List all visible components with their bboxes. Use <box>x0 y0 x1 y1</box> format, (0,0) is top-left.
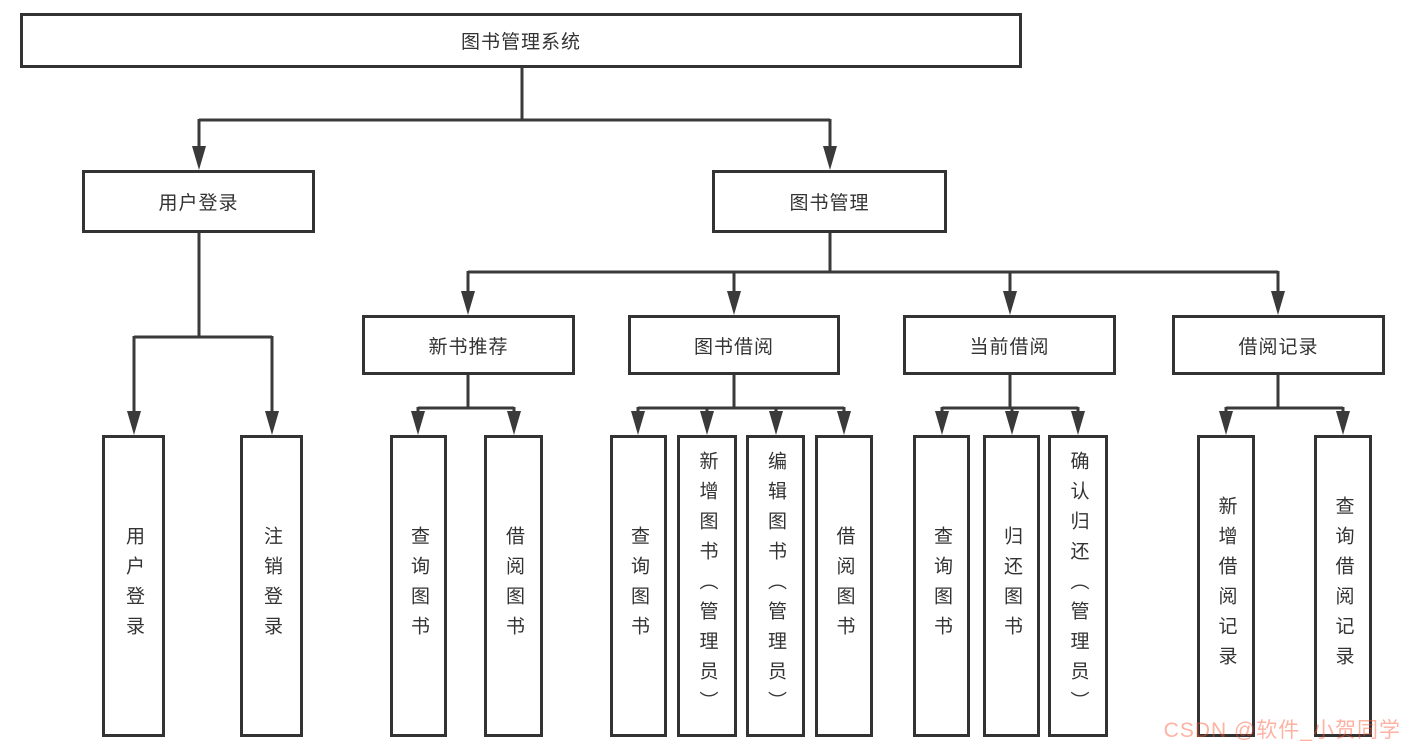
leaf-borrow-edit-book-admin: 编辑图书（管理员） <box>746 435 805 737</box>
leaf-borrow-add-book-admin: 新增图书（管理员） <box>677 435 737 737</box>
leaf-recommend-query-book-label: 查询图书 <box>408 526 429 646</box>
node-book-manage-label: 图书管理 <box>789 193 870 214</box>
leaf-logout: 注销登录 <box>240 435 303 737</box>
leaf-current-query-book: 查询图书 <box>913 435 970 737</box>
node-current-borrow: 当前借阅 <box>903 315 1116 375</box>
node-book-borrow-label: 图书借阅 <box>693 336 774 358</box>
leaf-recommend-borrow-book-label: 借阅图书 <box>503 526 524 646</box>
leaf-current-confirm-return-admin: 确认归还（管理员） <box>1048 435 1108 737</box>
node-new-book-recommend-label: 新书推荐 <box>428 336 509 358</box>
leaf-logout-label: 注销登录 <box>261 526 282 646</box>
node-root: 图书管理系统 <box>20 13 1022 68</box>
node-current-borrow-label: 当前借阅 <box>969 336 1050 358</box>
leaf-borrow-lend-book-label: 借阅图书 <box>833 526 855 646</box>
node-user-login-label: 用户登录 <box>158 193 239 214</box>
leaf-records-query-record: 查询借阅记录 <box>1314 435 1372 737</box>
node-borrow-records-label: 借阅记录 <box>1238 336 1319 358</box>
leaf-current-confirm-return-admin-label: 确认归还（管理员） <box>1067 451 1089 721</box>
node-borrow-records: 借阅记录 <box>1172 315 1385 375</box>
leaf-user-login-label: 用户登录 <box>123 526 144 646</box>
leaf-records-add-record-label: 新增借阅记录 <box>1215 496 1237 676</box>
watermark-text: CSDN @软件_小贺同学 <box>1163 719 1401 742</box>
leaf-current-query-book-label: 查询图书 <box>931 526 952 646</box>
leaf-current-return-book-label: 归还图书 <box>1001 526 1022 646</box>
node-root-label: 图书管理系统 <box>460 32 581 53</box>
node-book-borrow: 图书借阅 <box>628 315 840 375</box>
node-user-login: 用户登录 <box>82 170 315 233</box>
leaf-records-add-record: 新增借阅记录 <box>1197 435 1255 737</box>
leaf-current-return-book: 归还图书 <box>983 435 1040 737</box>
leaf-borrow-query-book: 查询图书 <box>610 435 667 737</box>
leaf-borrow-lend-book: 借阅图书 <box>815 435 873 737</box>
node-book-manage: 图书管理 <box>712 170 947 233</box>
leaf-user-login: 用户登录 <box>102 435 165 737</box>
connector-arrowheads <box>127 146 1350 435</box>
leaf-borrow-query-book-label: 查询图书 <box>628 526 649 646</box>
leaf-recommend-query-book: 查询图书 <box>390 435 447 737</box>
leaf-records-query-record-label: 查询借阅记录 <box>1332 496 1354 676</box>
leaf-recommend-borrow-book: 借阅图书 <box>484 435 543 737</box>
leaf-borrow-add-book-admin-label: 新增图书（管理员） <box>696 451 718 721</box>
leaf-borrow-edit-book-admin-label: 编辑图书（管理员） <box>765 451 786 721</box>
node-new-book-recommend: 新书推荐 <box>362 315 575 375</box>
